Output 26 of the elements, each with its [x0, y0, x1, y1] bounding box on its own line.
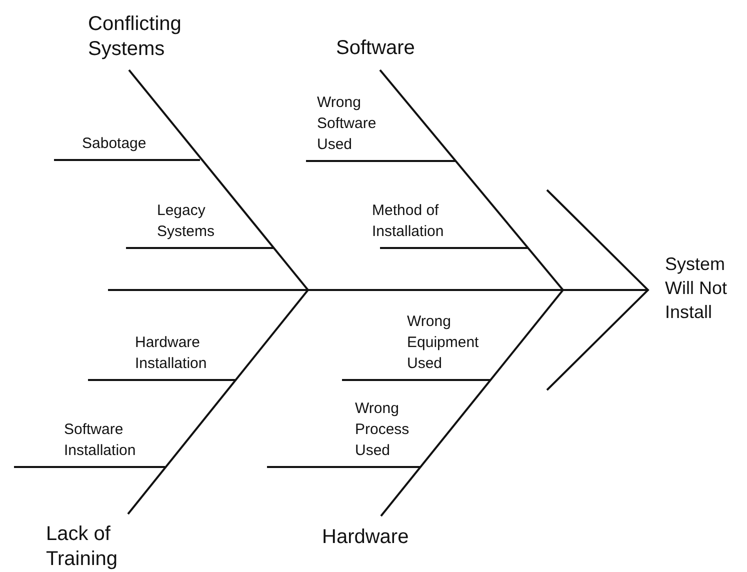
effect-label: System Will Not Install: [665, 253, 728, 324]
bone-line: [379, 69, 564, 291]
cause-line: [342, 379, 490, 381]
cause-line: [14, 466, 165, 468]
cause-line: [380, 247, 528, 249]
cause-line: [54, 159, 200, 161]
cause-line: [267, 466, 420, 468]
spine-arrow: [108, 189, 649, 391]
cause-label: Wrong Software Used: [317, 93, 378, 155]
category-label: Conflicting Systems: [88, 12, 182, 62]
category-label: Software: [336, 36, 416, 61]
bone-line: [127, 289, 309, 515]
cause-label: Sabotage: [82, 134, 148, 154]
cause-line: [88, 379, 236, 381]
cause-line: [126, 247, 274, 249]
cause-label: Legacy Systems: [157, 201, 216, 242]
cause-label: Method of Installation: [372, 201, 445, 242]
cause-label: Wrong Equipment Used: [407, 312, 480, 374]
cause-line: [306, 160, 456, 162]
category-label: Hardware: [322, 525, 410, 550]
cause-label: Wrong Process Used: [355, 399, 410, 461]
bone-line: [380, 289, 564, 517]
cause-label: Hardware Installation: [135, 333, 208, 374]
cause-label: Software Installation: [64, 420, 137, 461]
category-label: Lack of Training: [46, 522, 119, 572]
bone-line: [128, 69, 309, 291]
